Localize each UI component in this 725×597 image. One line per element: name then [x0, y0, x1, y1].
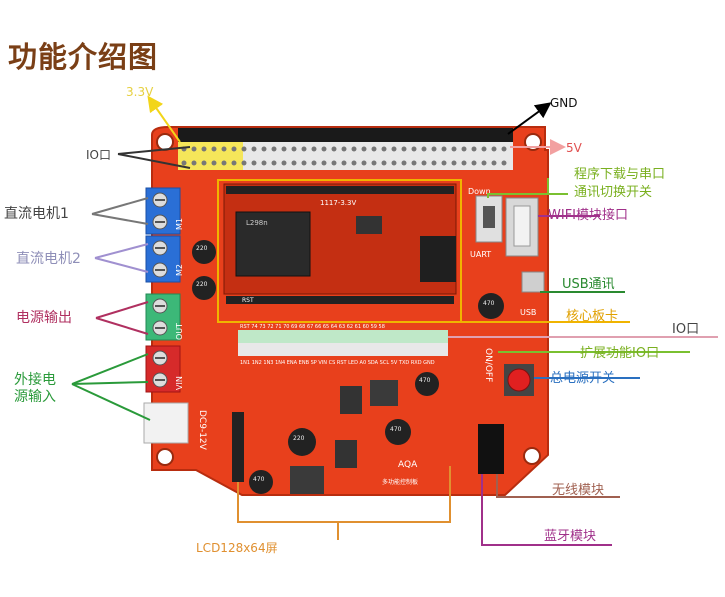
motor1-label: 直流电机1 [4, 205, 69, 222]
lcd-label: LCD128x64屏 [196, 541, 278, 555]
capacitor: 470 [385, 419, 411, 445]
ext-io-label: 扩展功能IO口 [580, 346, 659, 361]
capacitor: 470 [249, 470, 273, 494]
dc-jack [143, 402, 189, 444]
v33-arrow [147, 95, 181, 143]
capacitor: 470 [478, 293, 504, 319]
onoff-silk: ON/OFF [483, 348, 493, 382]
brand-silk: AQA [398, 460, 418, 470]
bluetooth-label: 蓝牙模块 [544, 529, 596, 544]
mount-hole [523, 447, 541, 465]
prog-switch-label-1: 程序下载与串口 [574, 167, 665, 182]
rst-silk: RST [242, 297, 254, 304]
inductor [290, 466, 324, 494]
gnd-label: GND [550, 96, 578, 110]
vin-silk: VIN [175, 376, 184, 390]
motor2-line [94, 243, 149, 259]
out-silk: OUT [175, 323, 184, 340]
capacitor: 220 [192, 240, 216, 264]
wifi-label: WIFI模块接口 [548, 207, 628, 223]
v5-label: 5V [566, 141, 583, 155]
dc-silk: DC9-12V [197, 410, 207, 451]
l298-label: L298n [246, 219, 268, 227]
svg-text:220: 220 [196, 245, 208, 252]
svg-text:470: 470 [390, 426, 402, 433]
wireless-line [496, 474, 620, 498]
regulator-chip [335, 440, 357, 468]
gnd-arrow [507, 102, 552, 135]
lcd-header [232, 412, 244, 482]
mount-hole [156, 133, 174, 151]
ext-power-line [71, 353, 149, 385]
motor2-terminal [145, 235, 181, 283]
board-name-silk: 多功能控制板 [382, 478, 418, 486]
top-pin-header [178, 128, 513, 170]
regulator-chip [356, 216, 382, 234]
ext-power-label-1: 外接电 [14, 371, 56, 388]
page-title: 功能介绍图 [8, 40, 159, 74]
inductor [370, 380, 398, 406]
svg-text:220: 220 [196, 281, 208, 288]
l298-chip [235, 211, 311, 277]
ext-power-label-2: 源输入 [14, 389, 56, 405]
core-line [460, 190, 630, 323]
prog-switch-label-2: 通讯切换开关 [574, 185, 652, 200]
uart-silk: UART [470, 250, 491, 259]
wireless-label: 无线模块 [552, 483, 604, 498]
bluetooth-line [481, 474, 612, 546]
chip-1117-label: 1117-3.3V [320, 199, 356, 207]
motor2-label: 直流电机2 [16, 250, 81, 267]
m2-silk: M2 [175, 264, 184, 276]
svg-text:220: 220 [293, 435, 305, 442]
io-top-label: IO口 [86, 148, 111, 162]
core-label: 核心板卡 [566, 309, 618, 324]
external-power-terminal [145, 345, 181, 393]
svg-text:470: 470 [419, 377, 431, 384]
io-right-label: IO口 [672, 322, 699, 337]
capacitor: 220 [288, 428, 316, 456]
wireless-header [478, 424, 504, 474]
power-output-terminal [145, 293, 181, 341]
down-silk: Down [468, 187, 491, 196]
usb-silk: USB [520, 308, 536, 317]
lcd-line [237, 466, 451, 523]
v33-label: 3.3V [126, 85, 154, 99]
io-top-line [117, 153, 191, 169]
svg-text:470: 470 [253, 476, 265, 483]
micro-usb-port [521, 271, 545, 293]
capacitor: 220 [192, 276, 216, 300]
power-switch-button [507, 368, 531, 392]
power-out-label: 电源输出 [16, 310, 72, 326]
pin-row-labels: 1N1 1N2 1N3 1N4 ENA ENB SP VIN CS RST LE… [240, 360, 435, 366]
prog-switch-line [487, 178, 549, 198]
regulator-chip [340, 386, 362, 414]
pin-row-numbers: RST 74 73 72 71 70 69 68 67 66 65 64 63 … [240, 324, 385, 330]
motor1-terminal [145, 187, 181, 235]
svg-text:470: 470 [483, 300, 495, 307]
bottom-io-header: RST 74 73 72 71 70 69 68 67 66 65 64 63 … [238, 324, 448, 366]
usb-label: USB通讯 [562, 277, 615, 292]
power-out-line [95, 301, 149, 319]
main-switch-label: 总电源开关 [550, 371, 615, 386]
capacitor: 470 [415, 372, 439, 396]
m1-silk: M1 [175, 218, 184, 230]
motor1-line [91, 197, 149, 215]
mcu-chip [420, 236, 456, 282]
mount-hole [156, 448, 174, 466]
